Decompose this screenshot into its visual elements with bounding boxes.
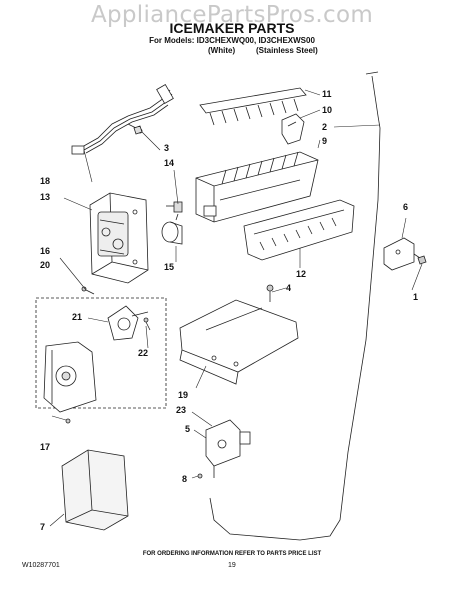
wire-harness (71, 84, 174, 155)
drive-gear (107, 305, 149, 341)
callout-17: 17 (40, 442, 51, 452)
callout-11: 11 (322, 89, 332, 99)
callout-13: 13 (40, 192, 51, 202)
screw-1 (417, 255, 427, 265)
ice-mold (195, 151, 319, 223)
callout-8: 8 (182, 474, 188, 484)
ejector-blade (199, 87, 307, 126)
document-id: W10287701 (22, 562, 60, 569)
page-number: 19 (228, 562, 236, 569)
water-valve (205, 419, 251, 478)
watermark: AppliancePartsPros.com (90, 2, 374, 28)
callout-23: 23 (176, 405, 187, 415)
mold-heater-cover (243, 199, 355, 261)
icemaker-support-plate (179, 299, 299, 385)
callout-10: 10 (322, 105, 333, 115)
icemaker-housing (89, 192, 149, 284)
screw-4 (266, 284, 274, 302)
fill-tube (209, 71, 381, 541)
callout-12: 12 (296, 269, 307, 279)
screw-17-detail (65, 418, 71, 424)
variant-white-label: (White) (208, 46, 236, 55)
callout-6: 6 (403, 202, 409, 212)
callout-19: 19 (178, 390, 189, 400)
callout-3: 3 (164, 143, 170, 153)
callout-5: 5 (185, 424, 191, 434)
control-module (43, 341, 97, 413)
callout-18: 18 (40, 176, 51, 186)
callout-4: 4 (286, 283, 292, 293)
callout-1: 1 (413, 292, 419, 302)
callout-7: 7 (40, 522, 46, 532)
callout-14: 14 (164, 158, 175, 168)
callout-9: 9 (322, 136, 328, 146)
fill-cup (281, 113, 305, 145)
mounting-bracket (383, 237, 421, 271)
page-title: ICEMAKER PARTS (169, 20, 295, 36)
thermostat-clip (166, 201, 183, 213)
callout-15: 15 (164, 262, 175, 272)
ordering-note: FOR ORDERING INFORMATION REFER TO PARTS … (142, 551, 322, 557)
callout-22: 22 (138, 348, 149, 358)
callout-leaders (49, 89, 423, 527)
control-module-outline (35, 297, 167, 409)
models-line: For Models: ID3CHEXWQ00, ID3CHEXWS00 (149, 36, 315, 45)
screw-16 (81, 286, 95, 295)
variant-stainless-label: (Stainless Steel) (256, 46, 318, 55)
front-cover (61, 449, 129, 531)
callout-16: 16 (40, 246, 51, 256)
screw-8 (197, 473, 203, 479)
screw-22 (143, 317, 151, 331)
callout-21: 21 (72, 312, 83, 322)
callout-2: 2 (322, 122, 328, 132)
callout-20: 20 (40, 260, 51, 270)
wire-retainer (133, 125, 143, 135)
motor (161, 213, 183, 245)
